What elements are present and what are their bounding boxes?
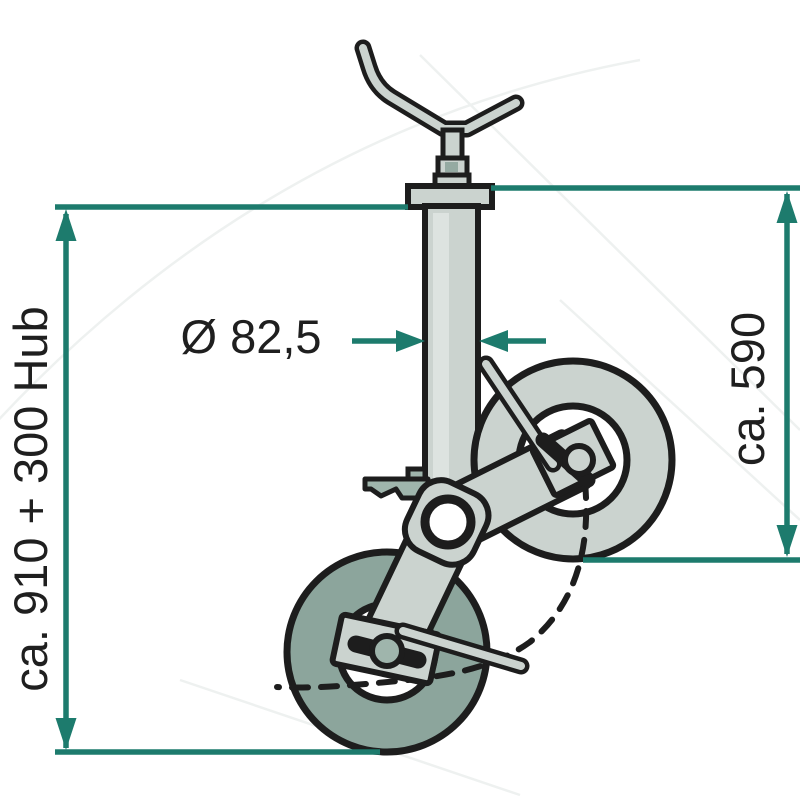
crank-handle xyxy=(354,39,525,138)
dimension-left-total-height xyxy=(55,204,408,755)
outer-tube xyxy=(422,203,481,509)
dim-label-raised-height: ca. 590 xyxy=(721,312,774,466)
upper-axle-hub xyxy=(562,443,596,477)
dim-label-total-height: ca. 910 + 300 Hub xyxy=(4,306,57,691)
latch-lever xyxy=(362,466,431,501)
dimension-tube-diameter xyxy=(352,330,546,352)
swing-path-dashed-arc xyxy=(274,479,590,691)
pivot-bracket xyxy=(401,477,492,568)
dimension-right-raised-height xyxy=(491,185,800,563)
pivot-hole xyxy=(420,494,476,550)
dim-label-tube-diameter: Ø 82,5 xyxy=(180,310,321,363)
swivel-stem xyxy=(432,127,472,190)
lower-axle-hub xyxy=(369,633,405,669)
